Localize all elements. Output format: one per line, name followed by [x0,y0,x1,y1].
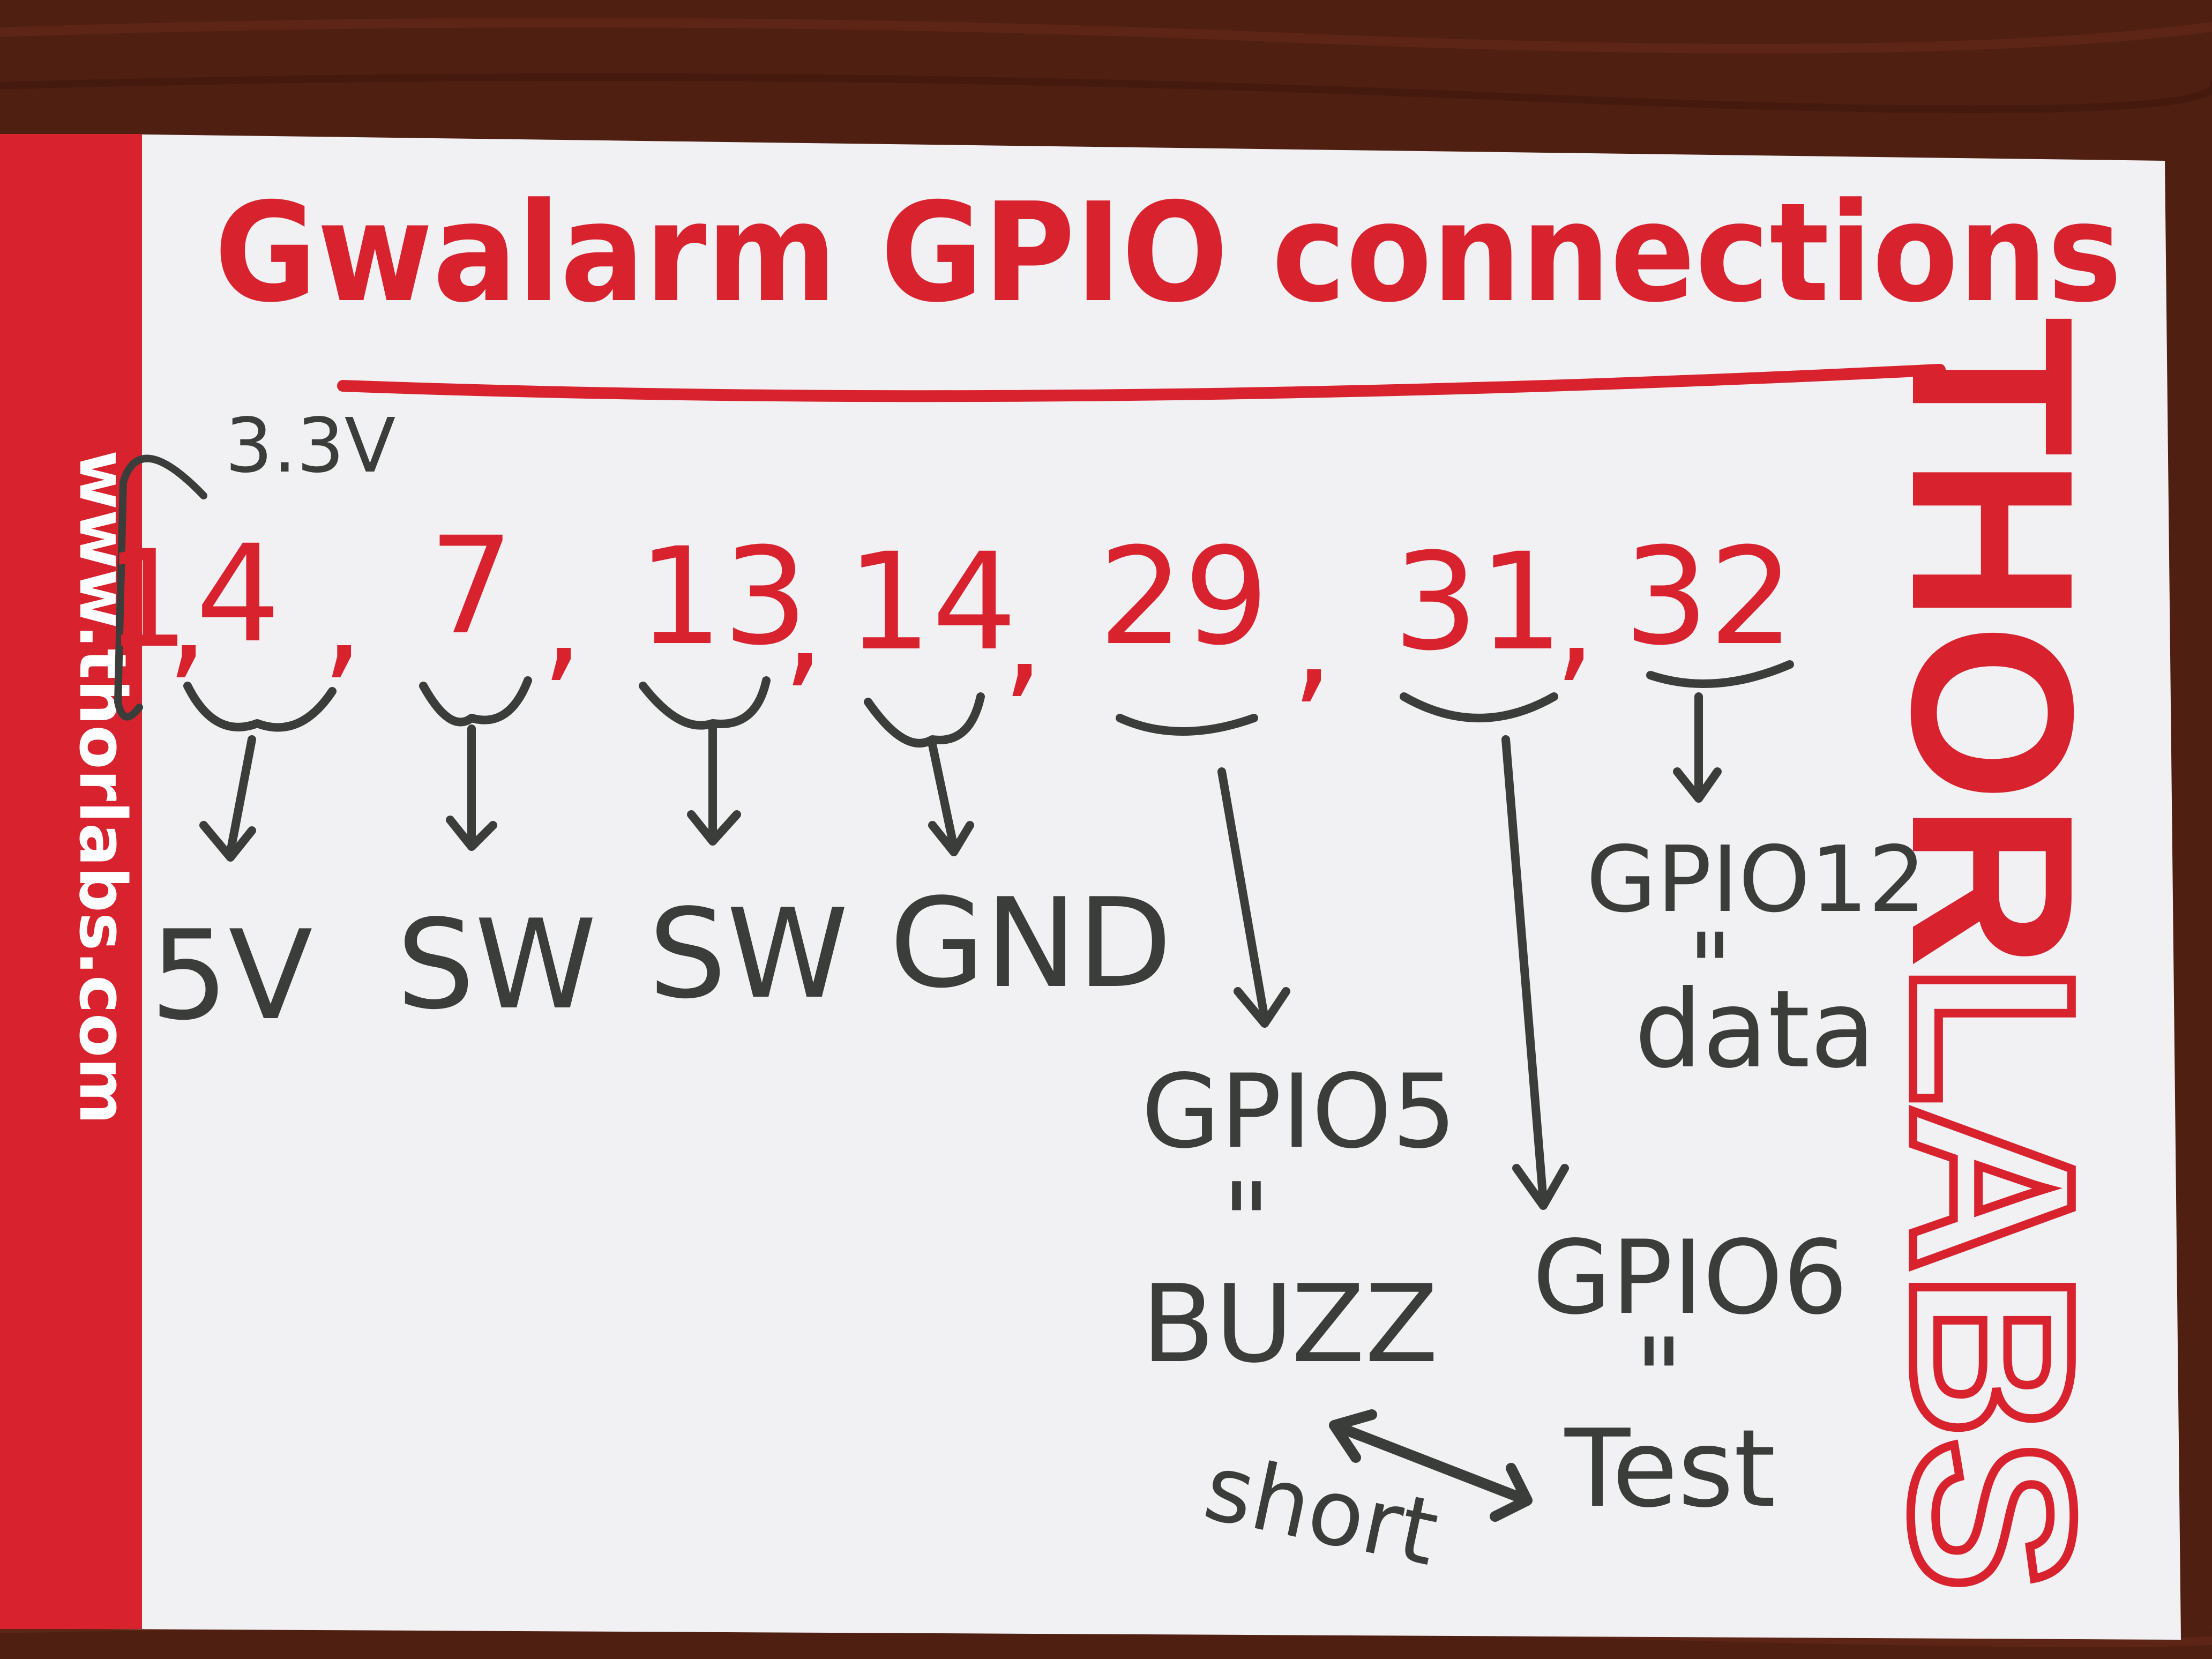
label-pin29-name: GPIO5 [1141,1052,1456,1171]
thorlabs-logo: THOR LABS [1859,316,2125,1596]
pin-1: 1 [104,521,190,677]
label-pin32-func: data [1634,967,1876,1092]
label-pin7: SW [397,894,596,1037]
label-pin29-func: BUZZ [1141,1262,1438,1387]
gpio5-label: GPIO5 " BUZZ [1141,1052,1456,1387]
note-title: Gwalarm GPIO connections [214,174,2122,333]
label-pin31-func: Test [1564,1407,1776,1531]
pin-sep-7: , [541,540,584,696]
pin-14: 14 [847,524,1017,680]
label-pin32-equals: " [1688,913,1732,1025]
pin-29: 29 [1098,519,1269,675]
pin1-bracket [114,454,207,721]
pin-sep-1: , [166,537,208,693]
short-double-arrow [1329,1409,1533,1522]
connection-arrows [183,660,1794,1210]
gpio12-label: GPIO12 " data [1586,827,1926,1092]
pin-sep-13: , [782,545,825,701]
pin-13: 13 [638,519,808,675]
pin-sep-31: , [1554,540,1596,696]
title-underline [337,364,1946,402]
gpio6-label: GPIO6 " Test [1533,1219,1848,1531]
pin-4: 4 [196,516,281,672]
label-pin4: 5V [150,905,313,1048]
voltage-note: 3.3V [225,402,395,490]
pin-7: 7 [429,508,514,664]
card-red-band [0,134,142,1629]
label-pin13: SW [648,883,848,1026]
side-url: www.thorlabs.com [65,450,139,1125]
pin-32: 32 [1624,519,1794,675]
pin-31: 31 [1393,524,1564,680]
pin-sep-29: , [1291,562,1334,718]
label-pin31-equals: " [1634,1316,1684,1440]
label-pin31-name: GPIO6 [1533,1219,1848,1337]
pin-number-row: 1 , 4 , 7 , 13 , 14 , 29 , 31 , 32 [104,508,1794,718]
pin-sep-4: , [322,537,364,693]
logo-thor: THOR [1864,316,2121,969]
label-pin14: GND [890,872,1172,1015]
label-pin29-equals: " [1222,1160,1271,1285]
label-pin32-name: GPIO12 [1586,827,1926,933]
pin-sep-14: , [1002,556,1044,712]
logo-labs: LABS [1864,965,2121,1592]
thorlabs-card: www.thorlabs.com [0,134,2181,1640]
